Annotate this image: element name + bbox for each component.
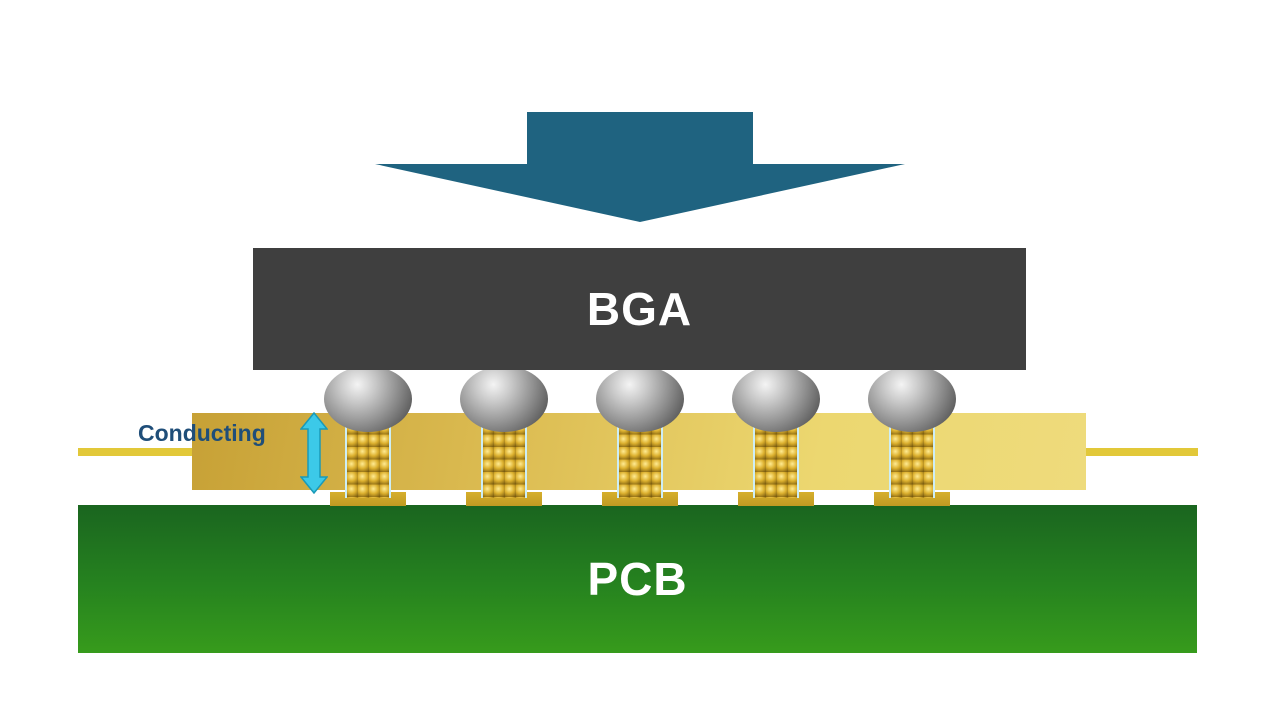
- conductive-particle-column: [481, 422, 527, 498]
- interconnect-unit: [732, 366, 820, 508]
- bga-package: BGA: [253, 248, 1026, 370]
- conductive-particle-column: [345, 422, 391, 498]
- interconnect-unit: [868, 366, 956, 508]
- conductive-particle-column: [617, 422, 663, 498]
- pcb-board: PCB: [78, 505, 1197, 653]
- solder-ball: [460, 366, 548, 432]
- film-trace-left: [78, 448, 194, 456]
- interconnect-unit: [460, 366, 548, 508]
- conductive-particle-column: [753, 422, 799, 498]
- conductive-particle-column: [889, 422, 935, 498]
- solder-ball: [324, 366, 412, 432]
- force-down-arrow-shape: [375, 112, 905, 222]
- solder-ball: [732, 366, 820, 432]
- interconnect-unit: [596, 366, 684, 508]
- interconnect-unit: [324, 366, 412, 508]
- solder-ball: [596, 366, 684, 432]
- thickness-double-arrow-shape: [300, 412, 328, 494]
- solder-ball: [868, 366, 956, 432]
- pcb-label: PCB: [587, 553, 688, 605]
- force-down-arrow-icon: [375, 112, 905, 222]
- thickness-double-arrow-icon: [300, 412, 328, 494]
- film-trace-right: [1084, 448, 1198, 456]
- conducting-label: Conducting: [138, 420, 266, 446]
- bga-label: BGA: [586, 283, 693, 335]
